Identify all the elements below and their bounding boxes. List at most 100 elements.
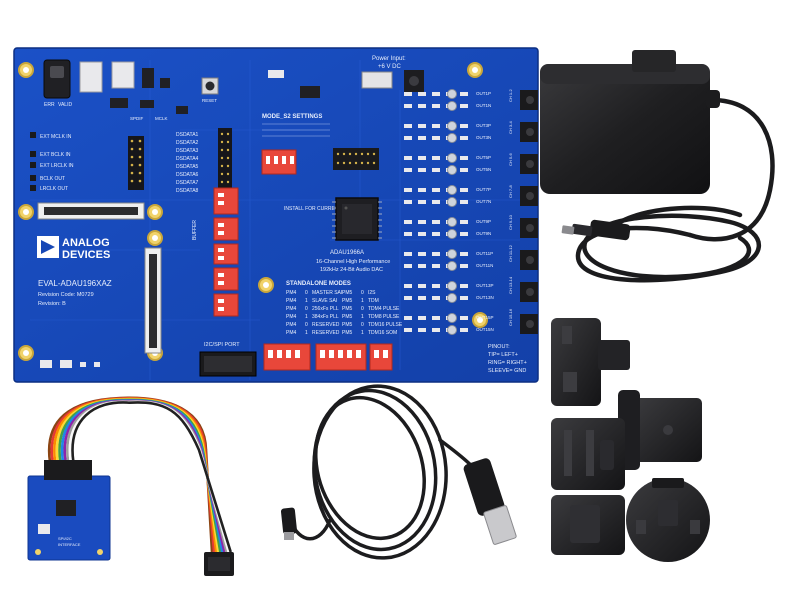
ribbon-wire bbox=[71, 401, 232, 553]
filter-resistor bbox=[432, 156, 440, 160]
output-label-top: OUT13P bbox=[476, 283, 494, 288]
bottom-dip-switches bbox=[263, 343, 393, 371]
filter-capacitor bbox=[447, 185, 457, 195]
filter-resistor bbox=[404, 252, 412, 256]
filter-resistor bbox=[418, 284, 426, 288]
barrel-plug bbox=[561, 219, 631, 241]
filter-resistor bbox=[404, 104, 412, 108]
mode-cell-val2: 0 bbox=[361, 306, 364, 312]
filter-capacitor bbox=[447, 313, 457, 323]
filter-resistor bbox=[460, 328, 468, 332]
i2c-port: I2C/SPI PORT bbox=[199, 342, 257, 377]
filter-resistor bbox=[432, 296, 440, 300]
filter-resistor bbox=[432, 124, 440, 128]
interface-board-assembly: SPI/I2C INTERFACE bbox=[27, 396, 234, 576]
filter-capacitor bbox=[447, 229, 457, 239]
filter-resistor bbox=[432, 252, 440, 256]
filter-resistor bbox=[432, 168, 440, 172]
filter-resistor bbox=[460, 104, 468, 108]
filter-resistor bbox=[418, 104, 426, 108]
filter-capacitor bbox=[447, 293, 457, 303]
ext-lrclk-label: EXT LRCLK IN bbox=[40, 163, 74, 169]
audio-jack-hole bbox=[526, 288, 534, 296]
filter-resistor bbox=[404, 92, 412, 96]
dsdata-label: DSDATA8 bbox=[176, 188, 199, 194]
filter-resistor bbox=[418, 264, 426, 268]
pinout-legend: PINOUT: TIP= LEFT+ RING= RIGHT+ SLEEVE= … bbox=[488, 344, 527, 374]
filter-capacitor bbox=[447, 325, 457, 335]
filter-resistor bbox=[404, 220, 412, 224]
logo-text-analog: ANALOG bbox=[62, 237, 110, 249]
filter-resistor bbox=[418, 156, 426, 160]
dsdata-label: DSDATA2 bbox=[176, 140, 199, 146]
filter-resistor bbox=[460, 188, 468, 192]
interface-header bbox=[44, 460, 92, 480]
filter-resistor bbox=[404, 264, 412, 268]
channel-label: CH 7-8 bbox=[508, 185, 513, 198]
mode-cell-pm: PM4 bbox=[286, 298, 297, 304]
output-label-bottom: OUT7N bbox=[476, 199, 491, 204]
dsdata-header bbox=[218, 128, 232, 190]
output-label-top: OUT9P bbox=[476, 219, 491, 224]
filter-resistor bbox=[460, 252, 468, 256]
optical-connectors: ERR VALID bbox=[43, 59, 135, 108]
filter-resistor bbox=[460, 220, 468, 224]
ext-bclk-label: EXT BCLK IN bbox=[40, 152, 71, 158]
interface-hole-2 bbox=[97, 549, 103, 555]
board-name: EVAL-ADAU196XAZ bbox=[38, 279, 112, 288]
filter-capacitor bbox=[447, 165, 457, 175]
mode-cell-pm2: PM5 bbox=[342, 314, 353, 320]
mode-cell-pm2: PM5 bbox=[342, 298, 353, 304]
filter-resistor bbox=[432, 188, 440, 192]
interface-chip bbox=[56, 500, 76, 516]
output-label-top: OUT1P bbox=[476, 91, 491, 96]
interface-hole-1 bbox=[35, 549, 41, 555]
filter-capacitor bbox=[447, 89, 457, 99]
interface-component bbox=[38, 524, 50, 534]
filter-capacitor bbox=[447, 153, 457, 163]
adapter-top-edge bbox=[540, 64, 710, 84]
mode-cell-pm: PM4 bbox=[286, 330, 297, 336]
uk-plug bbox=[551, 318, 630, 406]
filter-resistor bbox=[418, 316, 426, 320]
filter-resistor bbox=[418, 92, 426, 96]
interface-label-1: SPI/I2C bbox=[58, 536, 72, 541]
ext-mclk-label: EXT MCLK IN bbox=[40, 134, 72, 140]
filter-resistor bbox=[418, 296, 426, 300]
mode-cell-b: TDM4 PULSE bbox=[368, 306, 400, 312]
filter-resistor bbox=[404, 328, 412, 332]
dsdata-label: DSDATA6 bbox=[176, 172, 199, 178]
mode-cell-a: RESERVED bbox=[312, 322, 340, 328]
output-label-top: OUT7P bbox=[476, 187, 491, 192]
dsdata-label: DSDATA7 bbox=[176, 180, 199, 186]
mode-cell-pm: PM4 bbox=[286, 306, 297, 312]
us-plug bbox=[551, 418, 625, 490]
mode-cell-b: TDM16 SOM bbox=[368, 330, 397, 336]
audio-jack-hole bbox=[526, 128, 534, 136]
chip-desc-1: 16-Channel High Performance bbox=[316, 259, 390, 265]
spdif-label: SPDIF bbox=[130, 116, 144, 121]
pinout-sleeve: SLEEVE= GND bbox=[488, 368, 526, 374]
output-label-bottom: OUT3N bbox=[476, 135, 491, 140]
audio-jack-hole bbox=[526, 96, 534, 104]
mode-cell-a: 384xFs PLL bbox=[312, 314, 339, 320]
mode-title: MODE_S2 SETTINGS bbox=[262, 114, 322, 120]
power-voltage: +6 V DC bbox=[378, 64, 402, 70]
mode-cell-val2: 1 bbox=[361, 298, 364, 304]
output-label-bottom: OUT1N bbox=[476, 103, 491, 108]
pinout-tip: TIP= LEFT+ bbox=[488, 352, 518, 358]
filter-resistor bbox=[432, 104, 440, 108]
lrclk-out-label: LRCLK OUT bbox=[40, 186, 68, 192]
interface-label-2: INTERFACE bbox=[58, 542, 81, 547]
mode-cell-val: 1 bbox=[305, 314, 308, 320]
analog-devices-logo: ANALOG DEVICES bbox=[37, 236, 110, 261]
usb-cable bbox=[280, 384, 517, 560]
plug-adapters bbox=[551, 318, 710, 562]
ic-cluster-left: MCLK SPDIF bbox=[110, 68, 188, 121]
dsdata-label: DSDATA5 bbox=[176, 164, 199, 170]
ribbon-connector-slot bbox=[208, 557, 230, 571]
filter-resistor bbox=[404, 156, 412, 160]
dsdata-labels: DSDATA1DSDATA2DSDATA3DSDATA4DSDATA5DSDAT… bbox=[176, 132, 199, 194]
